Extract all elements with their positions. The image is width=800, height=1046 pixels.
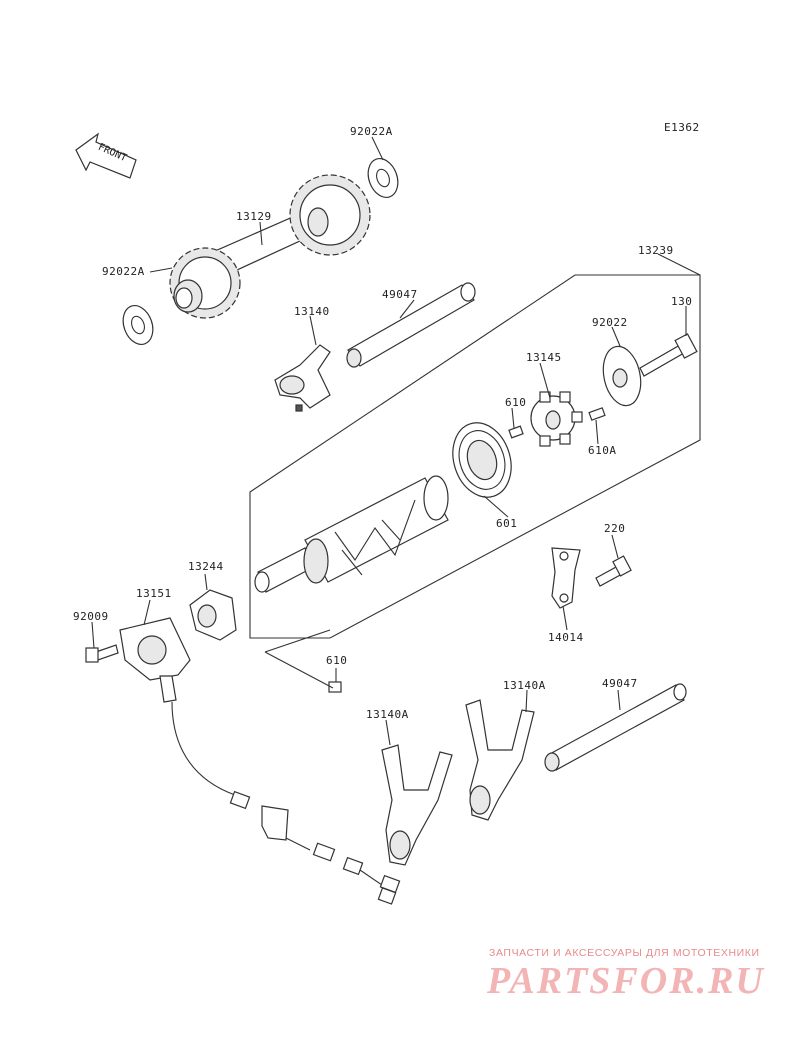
part-label-610-top: 610 [505,396,527,409]
part-label-13140: 13140 [294,305,330,318]
drum-assembly-frame [249,274,701,639]
part-label-13239: 13239 [638,244,674,257]
part-label-92022: 92022 [592,316,628,329]
fork-rod-49047-top [346,282,476,368]
part-label-92022a-left: 92022A [102,265,145,278]
front-arrow-icon: FRONT [75,132,137,179]
washer-92022a-top [367,158,399,198]
bolt-130 [639,333,698,377]
drum-cam-13145 [530,391,583,447]
shift-drum [254,475,449,593]
bolt-220 [595,555,632,587]
plate-14014 [551,547,581,609]
part-label-49047-top: 49047 [382,288,418,301]
part-label-13244: 13244 [188,560,224,573]
part-label-49047-bottom: 49047 [602,677,638,690]
part-label-92009: 92009 [73,610,109,623]
bolt-92009 [85,644,119,663]
part-label-601: 601 [496,517,518,530]
washer-92022a-left [122,305,154,345]
part-label-610a: 610A [588,444,617,457]
switch-holder-13244 [189,589,237,641]
part-label-13140a-right: 13140A [503,679,546,692]
part-label-220: 220 [604,522,626,535]
part-label-610-bottom: 610 [326,654,348,667]
part-label-13129: 13129 [236,210,272,223]
washer-92022 [602,345,642,407]
wiring-harness [171,701,401,905]
leader-lines [91,136,701,746]
part-label-130: 130 [671,295,693,308]
bearing-601 [452,422,512,498]
shift-fork-13140 [274,344,331,412]
shift-fork-13140a-left [381,744,453,866]
part-label-13140a-left: 13140A [366,708,409,721]
part-label-92022a-top: 92022A [350,125,393,138]
pin-610a [588,407,606,421]
pin-610-top [508,425,524,439]
pin-610-bottom [264,629,342,693]
part-label-13145: 13145 [526,351,562,364]
fork-rod-49047-bottom [544,683,687,772]
shift-shaft-13129 [169,174,371,319]
diagram-code: E1362 [664,121,700,134]
part-label-14014: 14014 [548,631,584,644]
part-label-13151: 13151 [136,587,172,600]
watermark-tagline: ЗАПЧАСТИ И АКСЕССУАРЫ ДЛЯ МОТОТЕХНИКИ [489,947,760,959]
sensor-housing-13151 [119,617,191,703]
shift-fork-13140a-right [465,699,535,821]
watermark-brand: PARTSFOR.RU [487,960,765,1002]
